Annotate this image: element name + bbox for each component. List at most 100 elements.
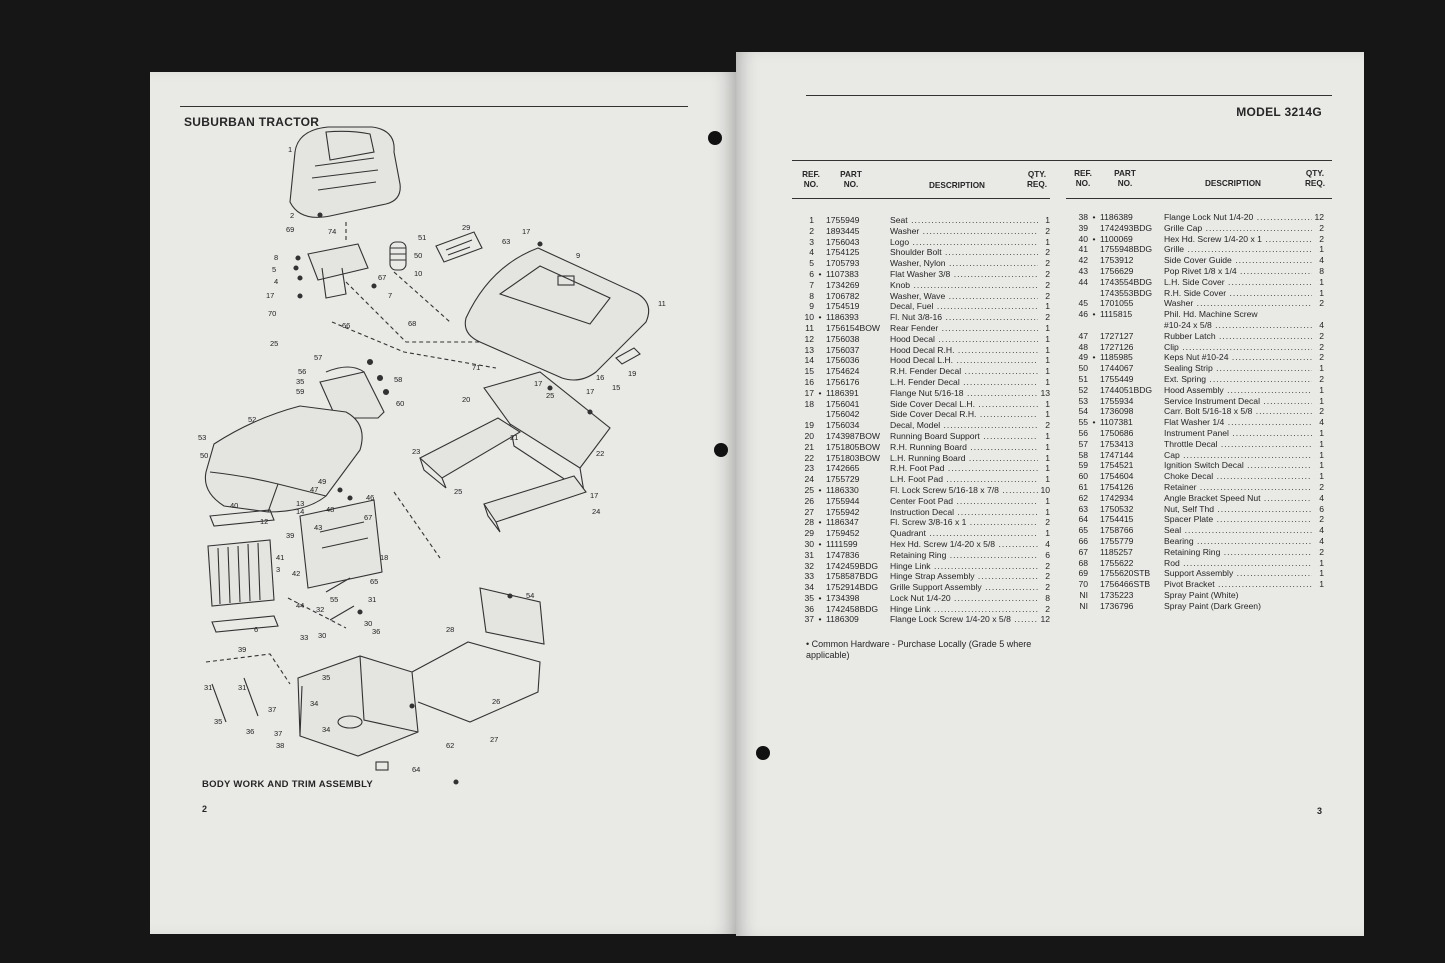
cell-ref: NI (1079, 600, 1088, 611)
cell-qty: 1 (1319, 557, 1324, 568)
cell-part: 1742459BDG (826, 560, 879, 571)
cell-part: 1744051BDG (1100, 384, 1153, 395)
cell-qty: 1 (1319, 363, 1324, 374)
cell-ref: 44 (1078, 276, 1088, 287)
cell-ref: 56 (1078, 427, 1088, 438)
cell-part: 1727127 (1100, 330, 1134, 341)
cell-desc: Throttle Decal (1164, 439, 1312, 450)
cell-part: 1753912 (1100, 255, 1134, 266)
cell-desc: Flange Lock Screw 1/4-20 x 5/8 (890, 614, 1038, 625)
cell-ref: 62 (1078, 492, 1088, 503)
svg-text:26: 26 (492, 697, 500, 706)
cell-qty: 12 (1314, 212, 1324, 222)
cell-part: 1701055 (1100, 298, 1134, 309)
cell-qty: 13 (1040, 387, 1050, 398)
cell-b: • (1092, 417, 1096, 428)
cell-desc: Decal, Fuel (890, 301, 1038, 312)
cell-part: 1727126 (1100, 341, 1134, 352)
cell-part: 1185985 (1100, 352, 1133, 363)
cell-ref: 14 (804, 355, 814, 366)
cell-desc: Rod (1164, 558, 1312, 569)
cell-part: 1735223 (1100, 589, 1134, 600)
svg-text:51: 51 (418, 233, 426, 242)
cell-ref: 8 (809, 290, 814, 301)
cell-desc: Washer, Wave (890, 291, 1038, 302)
cell-desc: Clip (1164, 342, 1312, 353)
cell-ref: 69 (1078, 568, 1088, 579)
cell-ref: 59 (1078, 460, 1088, 471)
cell-qty: 2 (1045, 560, 1050, 571)
svg-text:3: 3 (276, 565, 280, 574)
cell-b: • (1092, 352, 1096, 363)
cell-ref: 45 (1078, 298, 1088, 309)
cell-qty: 1 (1319, 287, 1324, 298)
cell-part: 1107381 (1100, 417, 1133, 428)
cell-desc: Flange Nut 5/16-18 (890, 388, 1038, 399)
cell-ref: 19 (804, 420, 814, 431)
svg-text:24: 24 (592, 507, 600, 516)
svg-text:10: 10 (414, 269, 422, 278)
cell-desc: Hinge Link (890, 604, 1038, 615)
svg-text:12: 12 (260, 517, 268, 526)
svg-text:70: 70 (268, 309, 276, 318)
svg-text:4: 4 (274, 277, 278, 286)
binder-hole (708, 131, 722, 145)
cell-ref: 22 (804, 452, 814, 463)
svg-text:2: 2 (290, 211, 294, 220)
cell-desc: L.H. Side Cover (1164, 277, 1312, 288)
cell-part: 1743553BDG (1100, 287, 1153, 298)
binder-hole (714, 443, 728, 457)
cell-qty: 2 (1045, 225, 1050, 236)
cell-qty: 1 (1045, 355, 1050, 366)
cell-b: • (818, 517, 822, 528)
col-header-qty-2: QTY.REQ. (1302, 169, 1328, 189)
cell-desc: Angle Bracket Speed Nut (1164, 493, 1312, 504)
cell-ref: 63 (1078, 503, 1088, 514)
table-row: 411755948BDGGrille1 (1066, 244, 1334, 255)
cell-part: 1756037 (826, 344, 860, 355)
cell-desc: Hood Decal R.H. (890, 345, 1038, 356)
cell-desc: Washer, Nylon (890, 258, 1038, 269)
cell-part: 1186347 (826, 517, 859, 528)
cell-ref: 12 (804, 333, 814, 344)
cell-qty: 2 (1319, 233, 1324, 244)
svg-text:28: 28 (446, 625, 454, 634)
table-row: 21893445Washer2 (792, 226, 1052, 237)
cell-part: 1752914BDG (826, 582, 879, 593)
cell-desc: Carr. Bolt 5/16-18 x 5/8 (1164, 406, 1312, 417)
cell-desc: Side Cover Guide (1164, 255, 1312, 266)
svg-text:71: 71 (472, 363, 480, 372)
cell-qty: 1 (1045, 506, 1050, 517)
cell-b: • (818, 484, 822, 495)
cell-part: 1756176 (826, 376, 860, 387)
cell-b: • (818, 268, 822, 279)
parts-table-left: 11755949Seat121893445Washer231756043Logo… (792, 215, 1052, 625)
left-page: SUBURBAN TRACTOR (150, 72, 738, 934)
cell-part: 1756466STB (1100, 579, 1151, 590)
svg-text:44: 44 (296, 601, 304, 610)
cell-qty: 1 (1045, 333, 1050, 344)
cell-part: 1186391 (826, 387, 859, 398)
cell-desc: L.H. Running Board (890, 453, 1038, 464)
cell-ref: 24 (804, 474, 814, 485)
svg-text:15: 15 (612, 383, 620, 392)
cell-qty: 2 (1045, 517, 1050, 528)
cell-desc: Spray Paint (Dark Green) (1164, 600, 1261, 611)
cell-ref: 36 (804, 603, 814, 614)
svg-text:14: 14 (296, 507, 304, 516)
cell-qty: 1 (1045, 301, 1050, 312)
cell-part: 1185257 (1100, 546, 1133, 557)
cell-part: 1744067 (1100, 363, 1134, 374)
